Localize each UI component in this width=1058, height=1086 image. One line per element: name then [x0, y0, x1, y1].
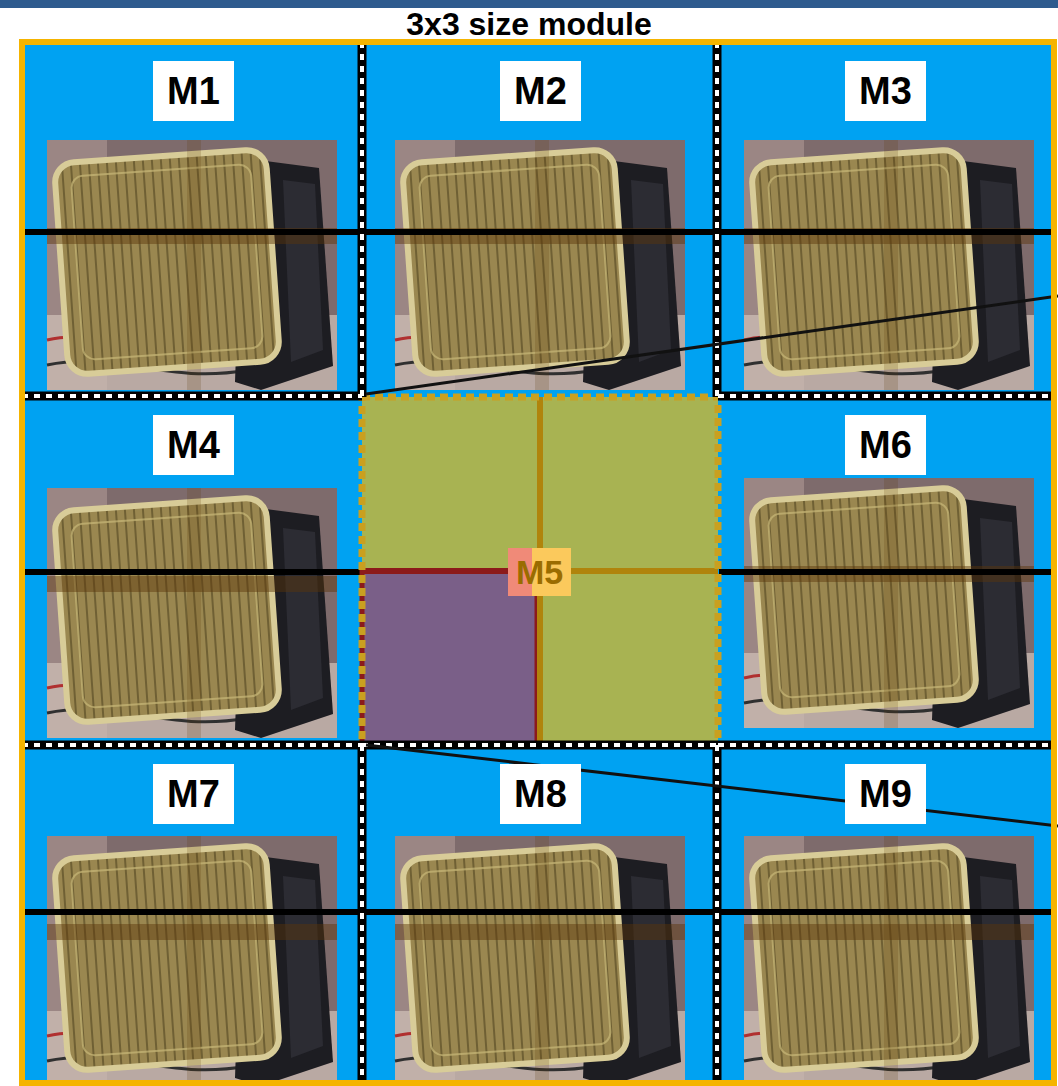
module-cell: M6	[719, 399, 1052, 744]
module-label: M8	[500, 764, 581, 824]
diagram-title: 3x3 size module	[0, 6, 1058, 42]
module-label: M4	[153, 415, 234, 475]
module-cell: M3	[719, 45, 1052, 395]
module-cell: M9	[719, 748, 1052, 1082]
module-cell: M7	[25, 748, 362, 1082]
module-label: M7	[153, 764, 234, 824]
module-label: M1	[153, 61, 234, 121]
module-cell: M2	[365, 45, 715, 395]
module-label: M9	[845, 764, 926, 824]
module-label: M2	[500, 61, 581, 121]
module-cell: M8	[365, 748, 715, 1082]
module-label: M3	[845, 61, 926, 121]
module-label: M5	[508, 548, 571, 596]
module-label: M6	[845, 415, 926, 475]
module-cell: M4	[25, 399, 362, 744]
module-cell: M5	[365, 399, 715, 744]
module-cell: M1	[25, 45, 362, 395]
